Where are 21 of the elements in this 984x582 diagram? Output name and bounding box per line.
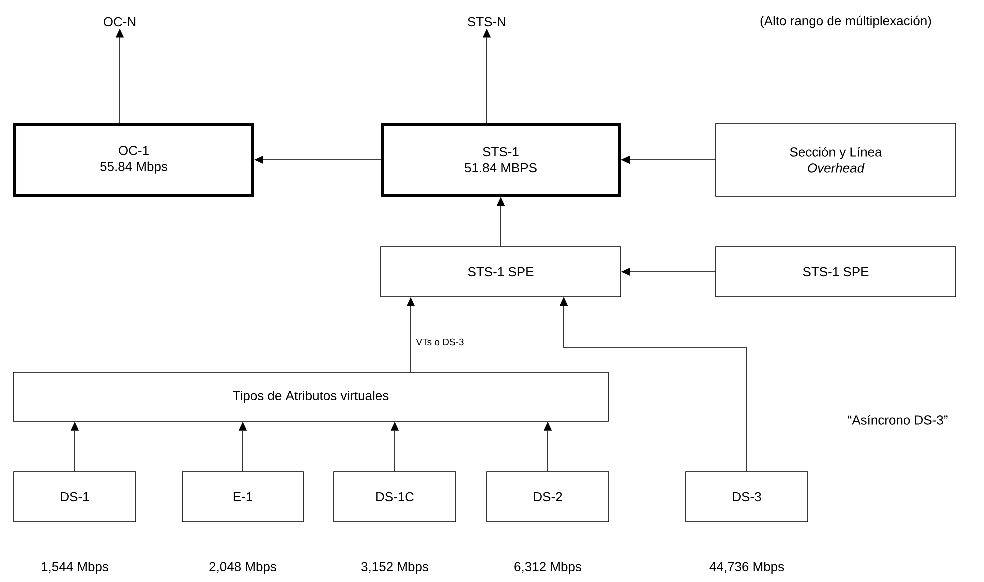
frame-box: OC-1 55.84 Mbps — [14, 123, 254, 197]
process-box: STS-1 SPE — [716, 246, 956, 298]
note-label: “Asíncrono DS-3” — [848, 415, 948, 425]
rate-label: 44,736 Mbps — [710, 562, 784, 574]
note-label: (Alto rango de múltiplexación) — [760, 16, 932, 28]
process-box: DS-2 — [486, 472, 610, 522]
rate-label: 1,544 Mbps — [42, 562, 108, 574]
stage-label: STS-N — [468, 17, 506, 27]
process-box: DS-3 — [686, 472, 808, 522]
rate-label: 2,048 Mbps — [210, 562, 276, 574]
process-box: STS-1 SPE — [380, 246, 622, 298]
process-box: Tipos de Atributos virtuales — [13, 372, 609, 422]
rate-label: 6,312 Mbps — [514, 562, 582, 574]
stage-label: OC-N — [104, 17, 136, 27]
frame-box: STS-1 51.84 MBPS — [381, 123, 621, 197]
edge-label: VTs o DS-3 — [416, 338, 464, 346]
process-box: DS-1 — [14, 472, 136, 522]
rate-label: 3,152 Mbps — [362, 562, 428, 574]
process-box: DS-1C — [334, 472, 456, 522]
process-box: Sección y Línea Overhead — [716, 123, 956, 197]
process-box: E-1 — [182, 472, 304, 522]
